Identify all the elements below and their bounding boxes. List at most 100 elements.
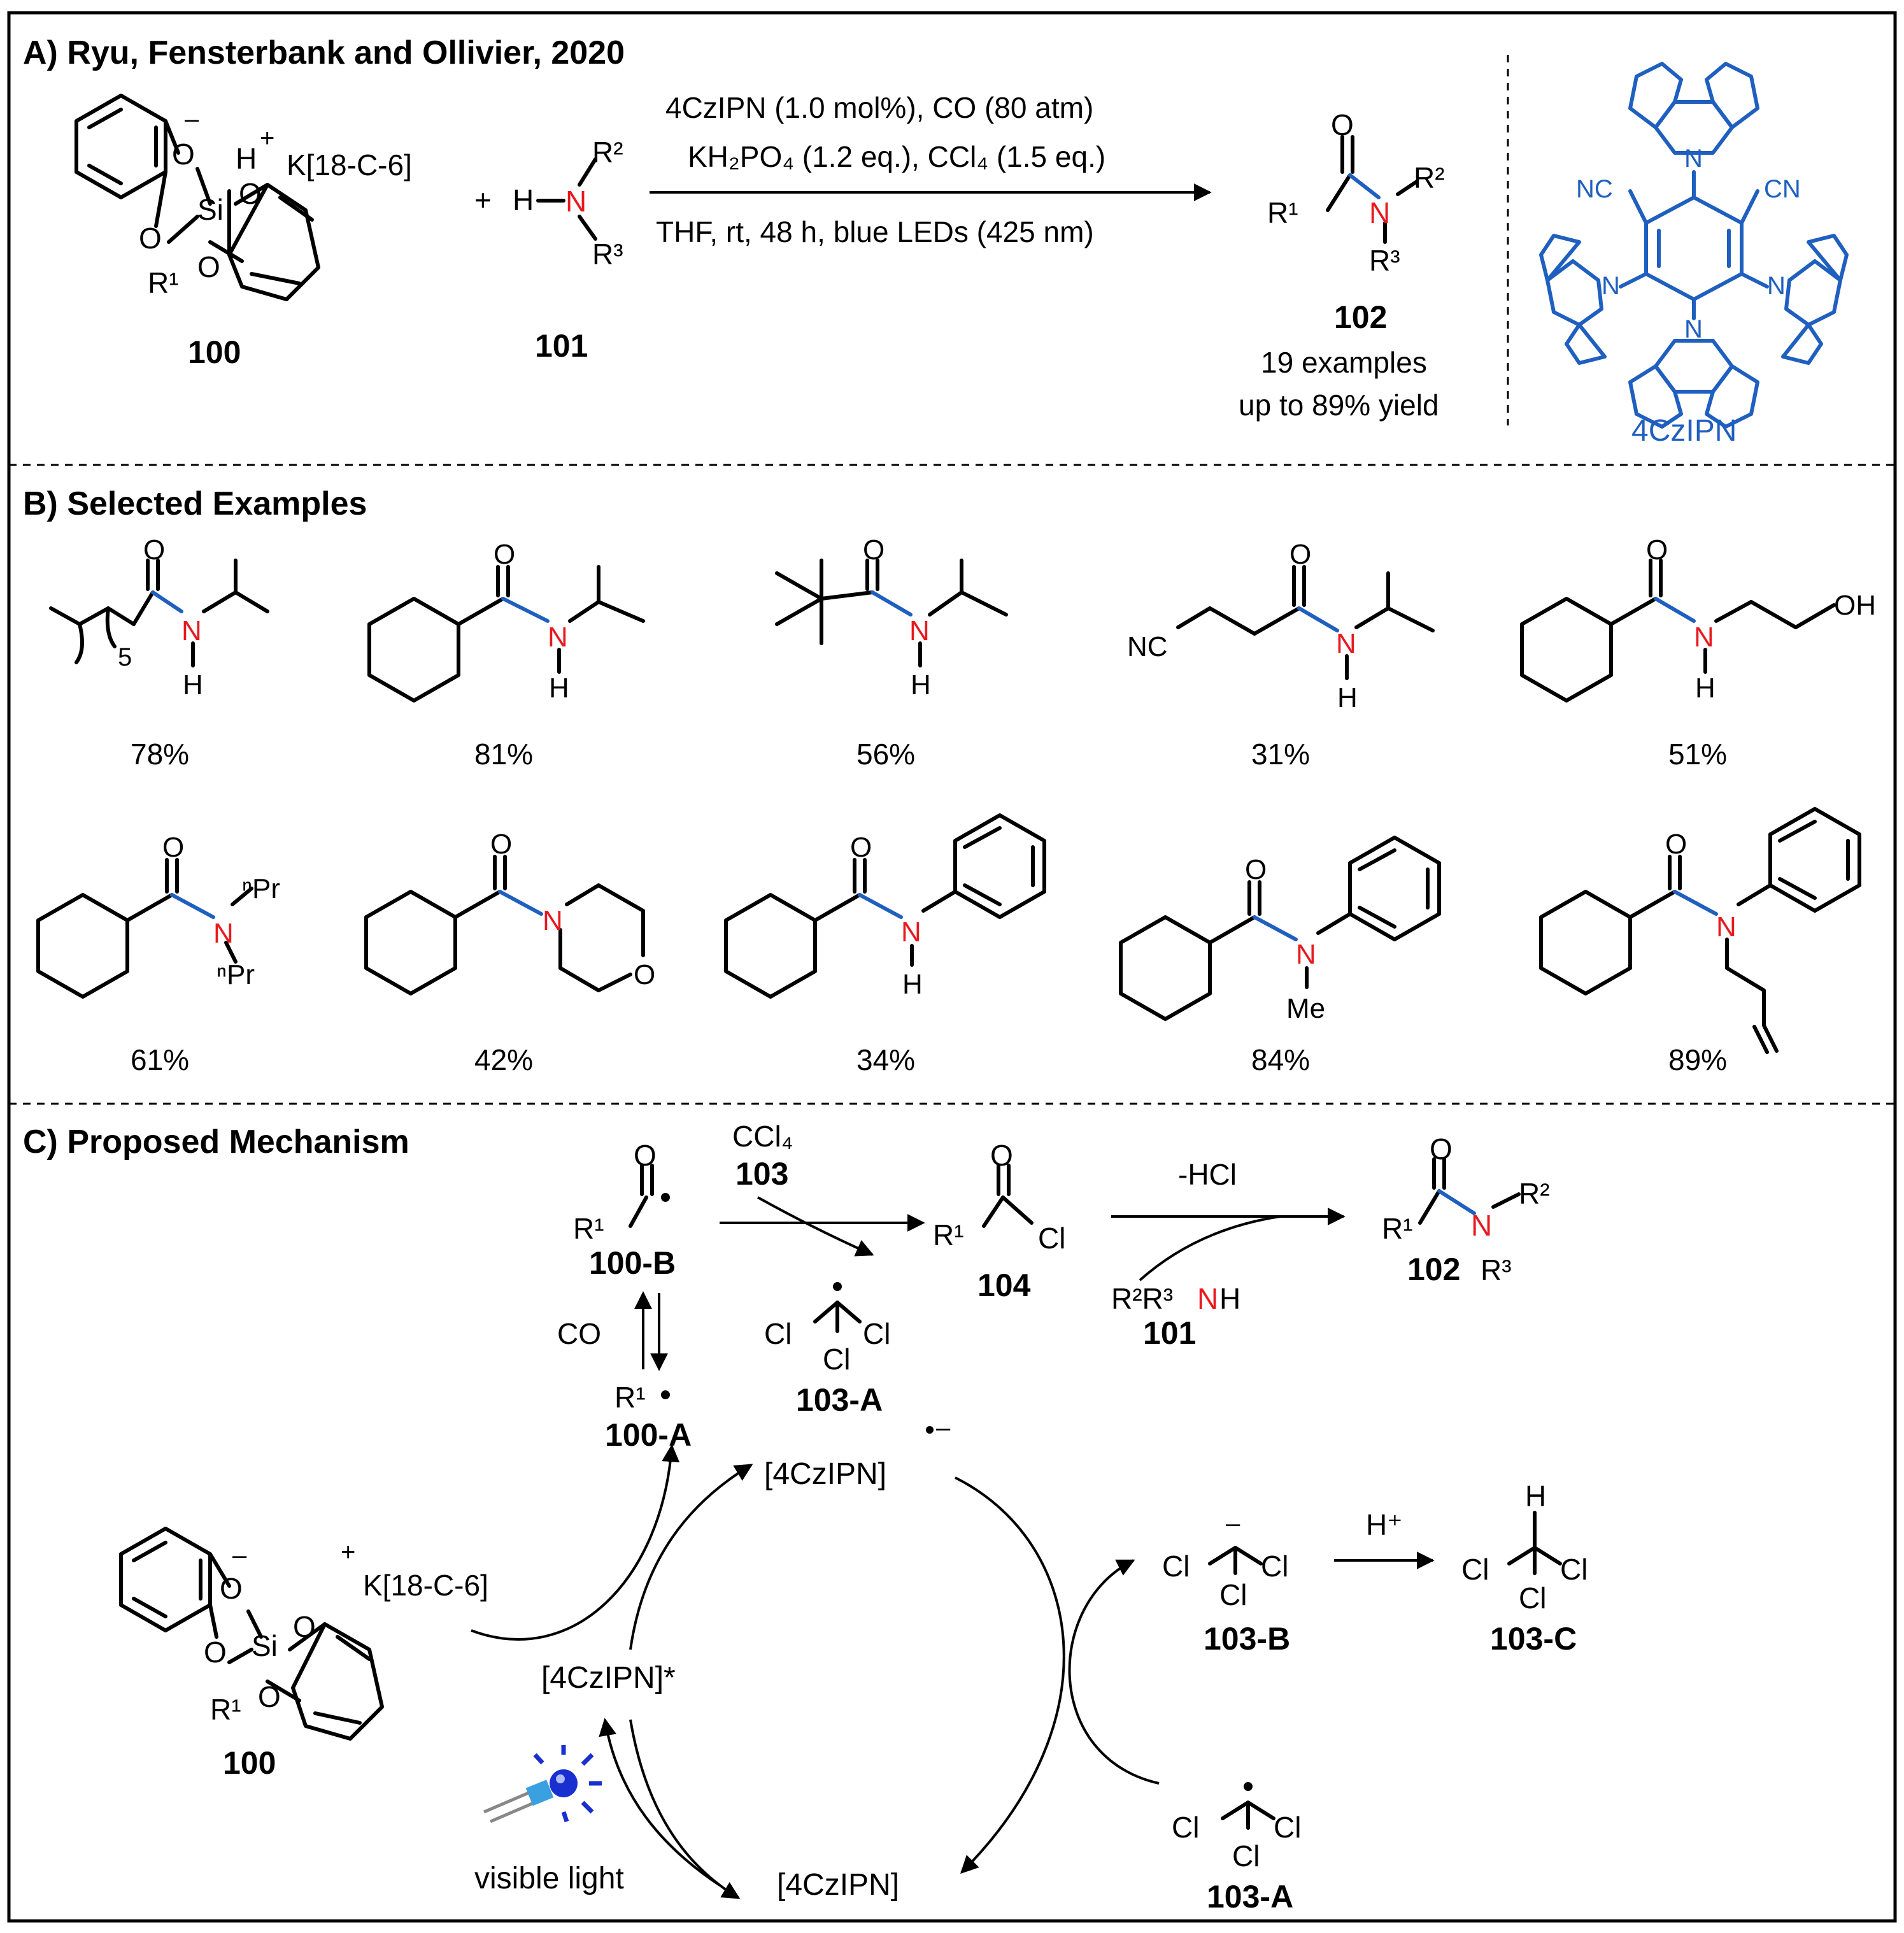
ccl3-a-cl3: Cl [1232,1839,1260,1872]
panel-c: C) Proposed Mechanism O R¹ 100-B CO R¹ 1… [23,1120,1588,1915]
product-note-1: 19 examples [1261,346,1427,379]
plus-sign: + [474,183,492,217]
yield-row1-1: 78% [131,738,189,771]
silicate-o-3: O [239,177,262,210]
amine-c: R²R³ [1111,1282,1173,1315]
example-8-structure [724,813,1046,999]
yield-row1-4: 31% [1251,738,1310,771]
silicate-o-2: O [139,222,162,255]
visible-light-label: visible light [474,1862,624,1895]
arrow-ccl4 [757,1196,874,1257]
silicate-100-structure [75,94,320,301]
ex3-n: N [909,615,930,646]
label-100-a: 100 [188,334,241,370]
product-r1: R¹ [1267,196,1298,229]
ex6-npr1: ⁿPr [242,873,280,904]
example-10-structure [1539,807,1861,1054]
ccl3-cl3: Cl [823,1343,850,1376]
cat-cn-left: NC [1576,175,1613,203]
example-9-structure [1119,836,1441,1021]
label-103-b: 103-B [1204,1621,1290,1657]
ccl3-cl2: Cl [863,1317,890,1350]
product-c-o: O [1430,1132,1453,1166]
radical-dot-b [661,1193,670,1202]
condition-1: 4CzIPN (1.0 mol%), CO (80 atm) [665,91,1093,124]
amine-c-n: N [1197,1282,1218,1315]
cat-cn-right: CN [1764,175,1801,203]
silicate-c-si: Si [252,1629,278,1662]
ex9-n: N [1296,939,1316,970]
label-101-a: 101 [535,328,588,364]
amine-n: N [565,185,586,218]
cycle-arrow-relaxation [629,1719,741,1899]
cat-n-bottom: N [1684,315,1703,343]
ex4-n: N [1336,628,1356,659]
silicate-c-charge: – [232,1541,247,1569]
product-c-n: N [1471,1209,1492,1242]
example-6-structure [36,858,253,999]
catalyst-4czipn-structure [1539,62,1849,429]
ex7-n: N [543,905,563,936]
example-4-structure [1176,565,1435,680]
condition-2: KH₂PO₄ (1.2 eq.), CCl₄ (1.5 eq.) [688,140,1105,173]
cat-n-top: N [1684,145,1703,173]
ex10-o: O [1665,829,1687,860]
acyl-chloride-o: O [990,1139,1013,1172]
yield-row1-5: 51% [1668,738,1727,771]
silicate-c-plus: + [341,1538,355,1566]
ex7-ring-o: O [634,959,655,990]
product-c-r1: R¹ [1382,1212,1413,1245]
silicate-c-o1: O [220,1572,243,1605]
label-104: 104 [977,1267,1031,1303]
panel-c-title: C) Proposed Mechanism [23,1123,409,1160]
product-r3: R³ [1369,244,1400,277]
radical-anion-charge: – [936,1414,951,1442]
ex8-o: O [850,832,872,863]
ccl3-b-cl2: Cl [1261,1550,1288,1583]
yield-row2-5: 89% [1668,1043,1727,1076]
yield-row2-1: 61% [131,1043,189,1076]
ccl3-b-cl3: Cl [1219,1578,1247,1611]
hcl-label: -HCl [1178,1158,1237,1191]
ex5-h: H [1695,673,1716,704]
carbanion-charge: – [1226,1509,1240,1537]
ccl3-b-cl1: Cl [1162,1550,1190,1583]
ccl3-cl1: Cl [764,1317,792,1350]
arrow-amine [1139,1215,1281,1281]
yield-row2-2: 42% [474,1043,533,1076]
label-102-a: 102 [1334,299,1387,335]
ex3-o: O [863,534,885,566]
radical-dot-103a-top [833,1282,842,1291]
ex5-oh: OH [1834,590,1876,621]
ex9-me: Me [1286,993,1325,1024]
cycle-excited: [4CzIPN]* [541,1661,676,1695]
silicate-o-4: O [197,250,220,283]
ex2-o: O [494,539,515,570]
silicate-c-o2: O [204,1636,227,1669]
silicate-o-1: O [172,138,195,171]
label-100-b: 100-B [589,1245,676,1281]
ex3-h: H [911,669,931,701]
yield-row1-3: 56% [856,738,915,771]
label-103-a-bottom: 103-A [1207,1879,1293,1915]
ex8-h: H [902,969,923,1000]
ex1-sub: 5 [118,643,132,671]
radical-dot-103a-bottom [1244,1782,1253,1791]
amine-c-h: H [1219,1282,1240,1315]
cat-n-left: N [1602,272,1620,300]
ex7-o: O [490,829,512,860]
ccl4-label: CCl₄ [732,1120,793,1153]
ex9-o: O [1245,854,1267,885]
radical-dot-a [661,1390,670,1399]
product-o: O [1331,108,1354,141]
yield-row2-4: 84% [1251,1043,1310,1076]
example-5-structure [1520,559,1836,703]
amine-r3: R³ [592,238,623,271]
silicate-c-o4: O [258,1680,281,1713]
ex1-h: H [183,669,203,701]
condition-3: THF, rt, 48 h, blue LEDs (425 nm) [656,215,1094,248]
example-2-structure [367,565,645,703]
product-c-r3: R³ [1481,1253,1512,1287]
ccl3-a-cl1: Cl [1172,1811,1199,1844]
